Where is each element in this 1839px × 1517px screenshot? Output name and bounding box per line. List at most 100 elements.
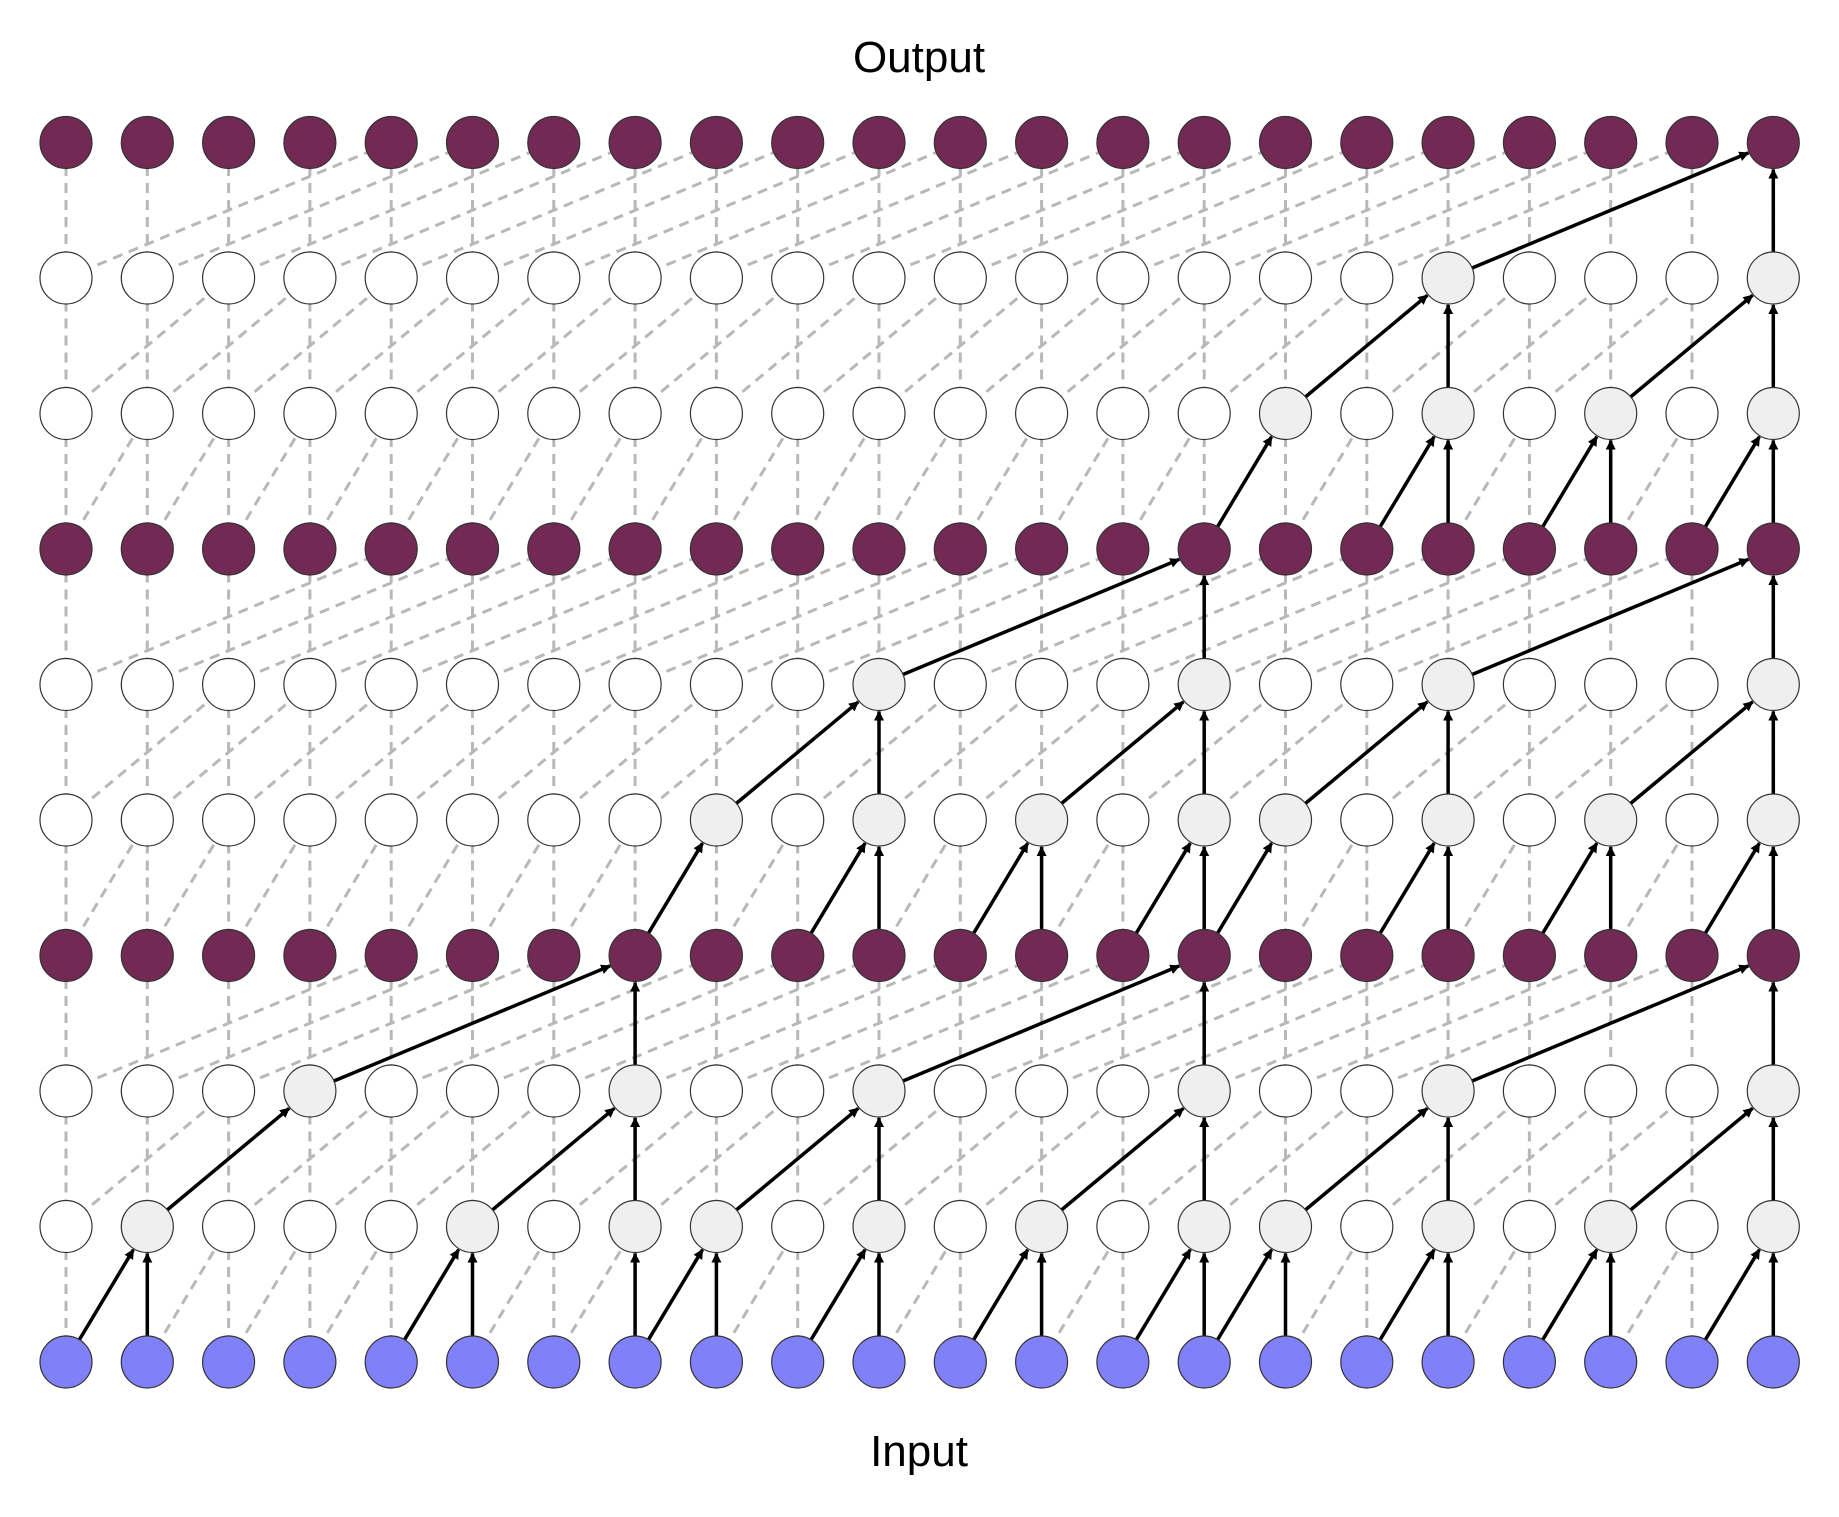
hidden-node — [202, 793, 256, 847]
hidden-node — [1177, 251, 1231, 305]
dashed-edge-diagonal — [1040, 276, 1206, 415]
dashed-edge-diagonal — [878, 1089, 1043, 1228]
hidden-node — [364, 657, 418, 712]
hidden-node — [1096, 1064, 1150, 1118]
hidden-node — [1340, 1199, 1394, 1254]
active-hidden-node — [1258, 793, 1313, 847]
dashed-edges — [64, 141, 1775, 1363]
active-edge-arrow — [972, 842, 1030, 935]
active-hidden-node — [1177, 1064, 1231, 1118]
dashed-edge-diagonal — [146, 954, 474, 1093]
dashed-edge-diagonal — [390, 141, 717, 280]
dashed-edge-diagonal — [390, 1089, 555, 1228]
active-hidden-node — [1258, 386, 1313, 441]
active-hidden-node — [1746, 251, 1800, 305]
output-node — [1421, 115, 1475, 170]
hidden-node — [1502, 1199, 1557, 1254]
hidden-node — [852, 386, 906, 441]
hidden-node — [1096, 251, 1150, 305]
hidden-node — [852, 251, 906, 305]
dashed-edge-diagonal — [797, 547, 1124, 686]
active-edge-arrow — [1629, 700, 1754, 805]
output-node — [608, 522, 662, 576]
active-hidden-node — [1421, 657, 1475, 712]
active-edge-arrow — [1378, 435, 1436, 528]
active-edge-arrow — [902, 964, 1181, 1083]
active-hidden-node — [1746, 657, 1800, 712]
active-hidden-node — [1421, 1199, 1475, 1254]
active-hidden-node — [1421, 386, 1475, 441]
active-hidden-node — [1014, 793, 1069, 847]
hidden-node — [1258, 251, 1313, 305]
dashed-edge-diagonal — [1447, 683, 1612, 822]
output-node — [39, 522, 93, 576]
hidden-node — [1258, 657, 1313, 712]
active-hidden-node — [1421, 793, 1475, 847]
output-node — [1258, 522, 1313, 576]
dashed-edge-diagonal — [228, 141, 555, 280]
hidden-node — [608, 657, 662, 712]
hidden-node — [1340, 251, 1394, 305]
active-edge-arrow — [1134, 842, 1192, 935]
hidden-node — [1014, 1064, 1069, 1118]
output-node — [202, 928, 256, 983]
hidden-node — [527, 251, 581, 305]
hidden-node — [1340, 386, 1394, 441]
output-node — [1177, 522, 1231, 576]
output-node — [1665, 115, 1719, 170]
active-hidden-node — [1421, 251, 1475, 305]
input-node — [1502, 1335, 1557, 1389]
output-node — [1014, 115, 1069, 170]
input-node — [1258, 1335, 1313, 1389]
active-hidden-node — [1746, 1064, 1800, 1118]
dashed-edge-diagonal — [634, 1089, 799, 1228]
input-node — [1014, 1335, 1069, 1389]
output-node — [527, 522, 581, 576]
active-edge-arrow — [1216, 1248, 1274, 1341]
hidden-node — [689, 657, 744, 712]
input-node — [445, 1335, 500, 1389]
active-hidden-node — [852, 1064, 906, 1118]
output-node — [1502, 115, 1557, 170]
hidden-node — [39, 1199, 93, 1254]
output-node — [1665, 928, 1719, 983]
hidden-node — [202, 251, 256, 305]
active-edge-arrow — [1216, 842, 1274, 935]
active-hidden-node — [1177, 793, 1231, 847]
hidden-node — [120, 657, 174, 712]
hidden-node — [445, 251, 500, 305]
active-hidden-node — [283, 1064, 337, 1118]
dashed-edge-diagonal — [1203, 276, 1368, 415]
output-node — [1502, 522, 1557, 576]
output-node — [771, 928, 825, 983]
active-edge-arrow — [1471, 964, 1750, 1083]
output-node — [1096, 522, 1150, 576]
dashed-edge-diagonal — [390, 547, 717, 686]
active-hidden-node — [1584, 1199, 1638, 1254]
active-edge-arrow — [809, 842, 867, 935]
output-node — [771, 115, 825, 170]
hidden-node — [1584, 1064, 1638, 1118]
input-node — [933, 1335, 987, 1389]
dashed-edge-diagonal — [715, 141, 1043, 280]
hidden-node — [1177, 386, 1231, 441]
input-node — [283, 1335, 337, 1389]
hidden-node — [1665, 1064, 1719, 1118]
output-node — [120, 115, 174, 170]
hidden-node — [689, 1064, 744, 1118]
output-node — [120, 928, 174, 983]
active-hidden-node — [852, 657, 906, 712]
output-node — [445, 522, 500, 576]
dashed-edge-diagonal — [471, 276, 637, 415]
dashed-edge-diagonal — [1203, 954, 1530, 1093]
output-node — [445, 928, 500, 983]
dashed-edge-diagonal — [227, 683, 393, 822]
output-node — [202, 522, 256, 576]
hidden-node — [933, 251, 987, 305]
input-node — [852, 1335, 906, 1389]
output-label: Output — [853, 33, 985, 82]
dashed-edge-diagonal — [309, 141, 636, 280]
active-hidden-node — [120, 1199, 174, 1254]
output-node — [1340, 115, 1394, 170]
output-node — [283, 522, 337, 576]
